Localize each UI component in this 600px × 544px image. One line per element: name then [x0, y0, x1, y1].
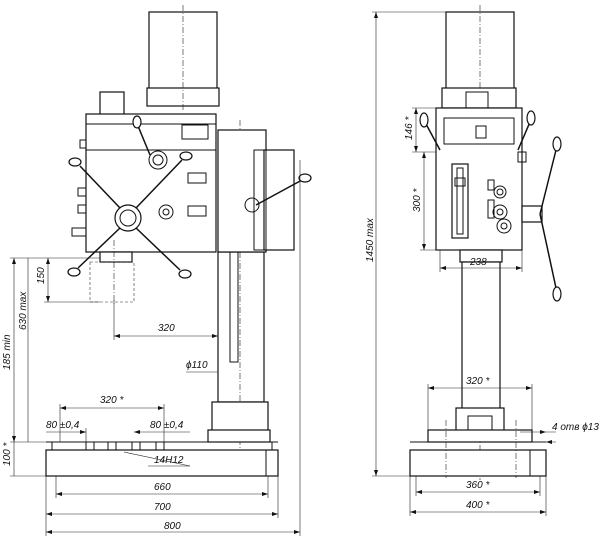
dim-660: 660 [154, 482, 171, 493]
dim-630-max: 630 max [18, 291, 29, 330]
dim-320-slots: 320 * [100, 395, 124, 406]
dim-320-arm: 320 [158, 323, 175, 334]
side-dimensions: 1450 max 146 * 300 * 238 320 * 4 от [365, 11, 599, 516]
front-base [45, 449, 279, 477]
side-column [461, 261, 501, 413]
dim-100: 100 * [2, 442, 13, 466]
dim-150: 150 [36, 267, 47, 284]
dim-300: 300 * [412, 188, 423, 212]
dim-80-left: 80 ±0,4 [46, 420, 80, 431]
dim-700: 700 [154, 502, 171, 513]
front-small-box [99, 91, 125, 117]
dim-4-holes: 4 отв ϕ13 [552, 422, 599, 433]
side-depth-gauge [451, 163, 469, 239]
side-head [435, 107, 523, 251]
side-view [409, 5, 562, 480]
dim-800: 800 [164, 521, 181, 532]
dim-320-column: 320 * [466, 376, 490, 387]
front-column [217, 251, 265, 403]
dim-d110: ϕ110 [186, 360, 208, 371]
dim-1450-max: 1450 max [365, 217, 376, 262]
side-base [409, 449, 547, 477]
front-column-clamp [263, 149, 295, 251]
dim-238: 238 [469, 257, 487, 268]
dim-14h12: 14H12 [154, 455, 184, 466]
front-view [45, 5, 312, 477]
dim-80-right: 80 ±0,4 [150, 420, 184, 431]
dim-400: 400 * [466, 500, 490, 511]
dim-146: 146 * [404, 116, 415, 140]
dim-360: 360 * [466, 480, 490, 491]
dim-185-min: 185 min [2, 334, 13, 370]
front-handwheel-hub [114, 204, 142, 232]
front-spindle-collar [99, 251, 133, 263]
front-dimensions: 150 630 max 185 min 100 * 320 ϕ110 320 *… [2, 160, 301, 536]
